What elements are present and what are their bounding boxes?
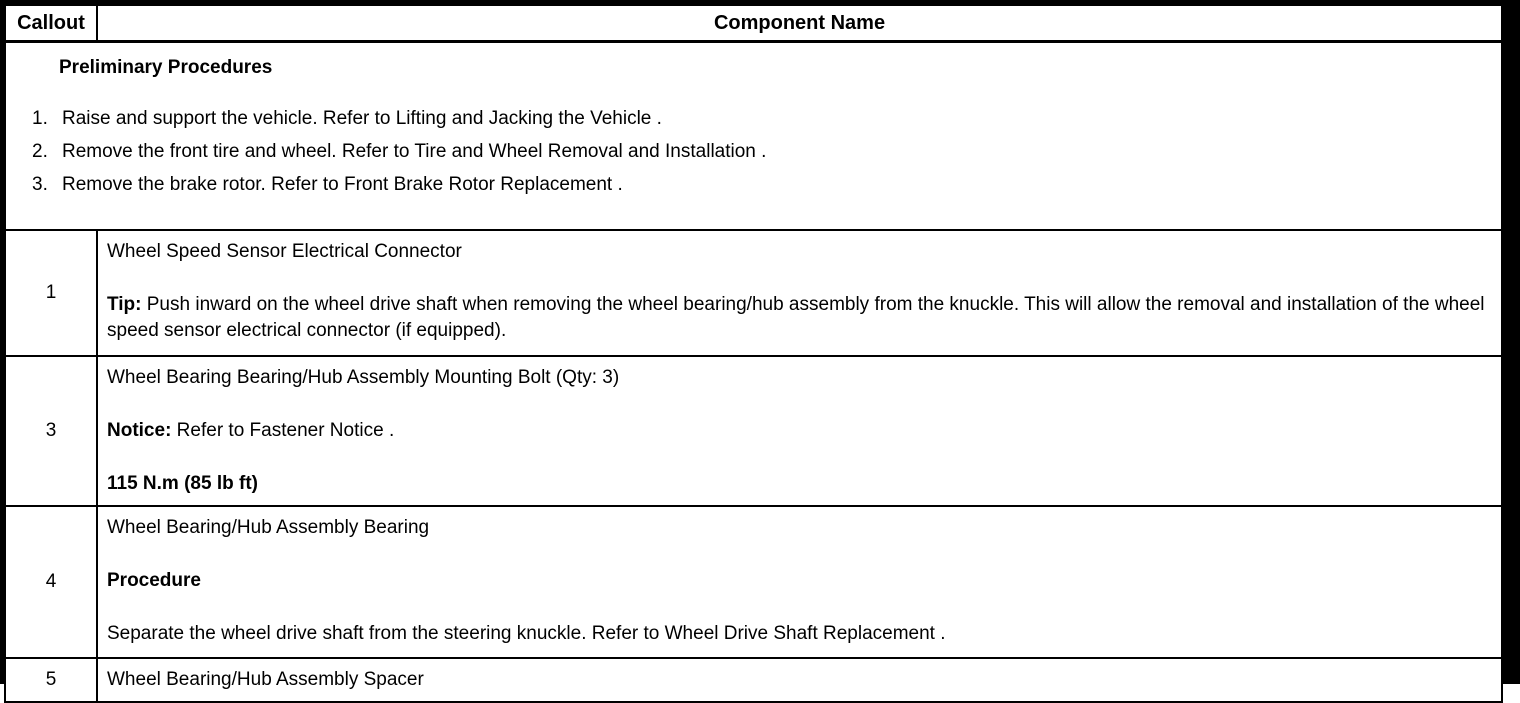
preliminary-procedures-cell: Preliminary Procedures 1. Raise and supp… <box>4 40 1503 231</box>
tip-text: Push inward on the wheel drive shaft whe… <box>107 294 1485 341</box>
component-callout-table: Callout Component Name Preliminary Proce… <box>4 4 1503 703</box>
callout-number: 4 <box>4 505 98 659</box>
component-title: Wheel Bearing Bearing/Hub Assembly Mount… <box>107 367 620 388</box>
step-number: 1. <box>32 108 48 129</box>
table-row-callout-5: 5 Wheel Bearing/Hub Assembly Spacer <box>4 657 1503 703</box>
step-text: Remove the brake rotor. Refer to Front B… <box>62 174 623 195</box>
step-number: 2. <box>32 141 48 162</box>
notice-text: Refer to Fastener Notice . <box>171 420 395 441</box>
preliminary-procedures-row: Preliminary Procedures 1. Raise and supp… <box>4 40 1503 231</box>
callout-number: 1 <box>4 229 98 357</box>
callout-column-header: Callout <box>4 4 98 43</box>
component-cell: Wheel Bearing/Hub Assembly Spacer <box>96 657 1503 703</box>
callout-number: 5 <box>4 657 98 703</box>
component-cell: Wheel Speed Sensor Electrical Connector … <box>96 229 1503 357</box>
preliminary-step-3: 3. Remove the brake rotor. Refer to Fron… <box>32 172 1491 198</box>
component-title: Wheel Speed Sensor Electrical Connector <box>107 241 462 262</box>
preliminary-steps-list: 1. Raise and support the vehicle. Refer … <box>32 106 1491 198</box>
table-row-callout-1: 1 Wheel Speed Sensor Electrical Connecto… <box>4 229 1503 357</box>
table-row-callout-4: 4 Wheel Bearing/Hub Assembly Bearing Pro… <box>4 505 1503 659</box>
preliminary-step-2: 2. Remove the front tire and wheel. Refe… <box>32 139 1491 165</box>
component-cell: Wheel Bearing/Hub Assembly Bearing Proce… <box>96 505 1503 659</box>
preliminary-step-1: 1. Raise and support the vehicle. Refer … <box>32 106 1491 132</box>
tip-paragraph: Tip: Push inward on the wheel drive shaf… <box>107 292 1489 344</box>
component-name-column-header: Component Name <box>96 4 1503 43</box>
notice-label: Notice: <box>107 420 172 441</box>
torque-spec: 115 N.m (85 lb ft) <box>107 473 258 494</box>
procedure-text: Separate the wheel drive shaft from the … <box>107 623 946 644</box>
table-row-callout-3: 3 Wheel Bearing Bearing/Hub Assembly Mou… <box>4 355 1503 507</box>
table-header-row: Callout Component Name <box>4 4 1503 43</box>
component-cell: Wheel Bearing Bearing/Hub Assembly Mount… <box>96 355 1503 507</box>
notice-paragraph: Notice: Refer to Fastener Notice . <box>107 418 1489 444</box>
component-title: Wheel Bearing/Hub Assembly Spacer <box>107 669 424 690</box>
step-number: 3. <box>32 174 48 195</box>
tip-label: Tip: <box>107 294 142 315</box>
procedure-subheading: Procedure <box>107 570 201 591</box>
step-text: Remove the front tire and wheel. Refer t… <box>62 141 767 162</box>
callout-number: 3 <box>4 355 98 507</box>
component-title: Wheel Bearing/Hub Assembly Bearing <box>107 517 430 538</box>
step-text: Raise and support the vehicle. Refer to … <box>62 108 662 129</box>
preliminary-procedures-title: Preliminary Procedures <box>59 57 273 78</box>
